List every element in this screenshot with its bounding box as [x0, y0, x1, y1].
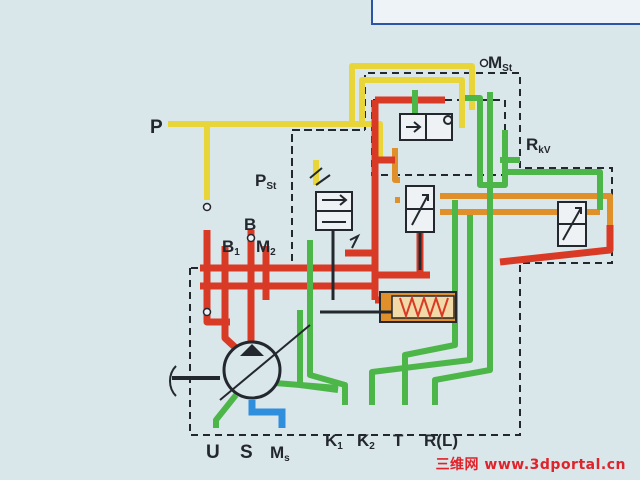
port-markers [202, 58, 489, 317]
port-label-p: P [150, 117, 163, 138]
port-label-ms: Ms [270, 443, 290, 464]
port-label-mst: MSt [488, 53, 513, 74]
remote-valve [557, 201, 587, 247]
suction-line [248, 400, 286, 428]
port-label-s: S [240, 442, 253, 463]
port-label-pst: PSt [255, 171, 277, 192]
flow-valve [405, 185, 435, 270]
watermark: 三维网 www.3dportal.cn [435, 457, 626, 473]
pilot-lines [168, 63, 475, 200]
pressure-cutoff-valve [309, 167, 361, 300]
port-label-rkv: RkV [526, 135, 551, 156]
port-label-b: B [244, 215, 256, 234]
pump [169, 324, 311, 401]
port-label-b1: B1 [222, 237, 240, 258]
corner-panel [371, 0, 640, 25]
pilot-valve-top [399, 113, 453, 141]
port-label-k2: K2 [357, 431, 375, 452]
port-label-rl: R(L) [424, 431, 458, 450]
port-label-u: U [206, 442, 220, 463]
port-label-m2: M2 [256, 237, 276, 258]
drain-lines [213, 90, 603, 428]
port-label-k1: K1 [325, 431, 343, 452]
port-label-t: T [393, 431, 404, 450]
stroke-cylinder [320, 291, 457, 323]
